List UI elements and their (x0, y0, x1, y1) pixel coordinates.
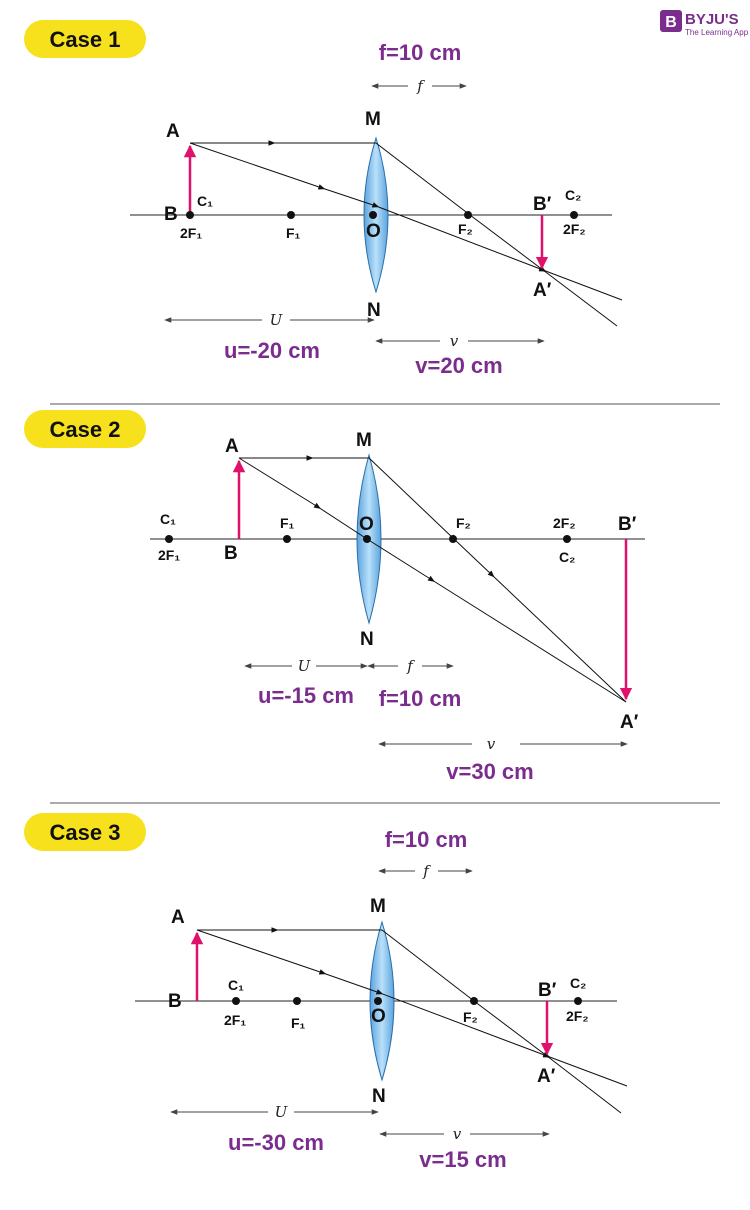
case-1-ray-central (189, 142, 623, 301)
case-1-point-f1 (287, 211, 295, 219)
case-2-label-b-prime: B′ (618, 514, 637, 535)
case-2-diagram: Case 2 A B C₁ 2F₁ F₁ M O N F₂ 2F₂ C₂ B′ … (24, 410, 645, 784)
case-2-point-f2 (449, 535, 457, 543)
case-3-label-a-prime: A′ (537, 1066, 556, 1087)
case-3-label-c1: C₁ (228, 977, 244, 993)
brand-logo-mark (660, 10, 682, 32)
case-1-point-2f1 (186, 211, 194, 219)
case-3-label-c2: C₂ (570, 975, 586, 991)
case-3-label-a: A (171, 907, 185, 928)
case-1-label-b: B (164, 204, 178, 225)
case-1-label-2f2: 2F₂ (563, 221, 586, 237)
case-2-point-2f1 (165, 535, 173, 543)
case-1-label-b-prime: B′ (533, 194, 552, 215)
case-3-image-distance: v=15 cm (419, 1147, 506, 1172)
case-3-label-b-prime: B′ (538, 980, 557, 1001)
case-1-label-f2: F₂ (458, 221, 473, 237)
case-1-point-o (369, 211, 377, 219)
case-2-label-f1: F₁ (280, 515, 295, 531)
case-2-label-m: M (356, 430, 372, 451)
case-1-label-f1: F₁ (286, 225, 301, 241)
case-3-object-distance: u=-30 cm (228, 1130, 324, 1155)
case-1-diagram: Case 1 f=10 cm f A B C₁ 2F₁ F₁ M O N F₂ (24, 20, 623, 378)
case-2-point-2f2 (563, 535, 571, 543)
case-1-label-c2: C₂ (565, 187, 581, 203)
case-3-label-2f1: 2F₁ (224, 1012, 246, 1028)
case-2-label-a-prime: A′ (620, 712, 639, 733)
case-3-point-2f2 (574, 997, 582, 1005)
case-1-label-n: N (367, 300, 381, 321)
case-2-object-distance: u=-15 cm (258, 683, 354, 708)
case-3-label-f2: F₂ (463, 1009, 478, 1025)
case-3-label-f1: F₁ (291, 1015, 306, 1031)
case-3-point-f2 (470, 997, 478, 1005)
case-1-label-c1: C₁ (197, 193, 213, 209)
case-2-label-b: B (224, 543, 238, 564)
case-3-point-2f1 (232, 997, 240, 1005)
brand-logo: B BYJU'S The Learning App (660, 10, 749, 37)
case-3-label-n: N (372, 1086, 386, 1107)
case-1-object-distance: u=-20 cm (224, 338, 320, 363)
case-3-label: Case 3 (50, 820, 121, 845)
case-3-f-symbol: f (422, 862, 431, 880)
case-1-v-symbol: v (450, 332, 459, 350)
case-3-diagram: Case 3 f=10 cm f A B C₁ 2F₁ F₁ M O N F₂ … (24, 813, 628, 1172)
case-1-label-m: M (365, 109, 381, 130)
case-2-focal-length: f=10 cm (379, 686, 462, 711)
case-3-v-symbol: v (453, 1125, 462, 1143)
case-2-v-symbol: v (487, 735, 496, 753)
case-2-label: Case 2 (50, 417, 121, 442)
brand-logo-letter: B (665, 14, 677, 31)
case-2-label-c1: C₁ (160, 511, 176, 527)
case-2-label-c2: C₂ (559, 549, 575, 565)
case-1-label-a-prime: A′ (533, 280, 552, 301)
case-1-f-symbol: f (416, 77, 425, 95)
case-2-image-distance: v=30 cm (446, 759, 533, 784)
case-3-label-m: M (370, 896, 386, 917)
case-3-point-f1 (293, 997, 301, 1005)
case-2-label-o: O (359, 514, 374, 535)
case-3-badge (24, 813, 146, 851)
case-2-badge (24, 410, 146, 448)
case-2-label-a: A (225, 436, 239, 457)
case-2-label-2f1: 2F₁ (158, 547, 180, 563)
case-1-point-2f2 (570, 211, 578, 219)
case-1-u-symbol: U (270, 311, 284, 329)
case-1-label-2f1: 2F₁ (180, 225, 202, 241)
case-1-point-f2 (464, 211, 472, 219)
case-3-ray-central (196, 929, 628, 1087)
case-3-focal-length: f=10 cm (385, 827, 468, 852)
case-1-label-a: A (166, 121, 180, 142)
case-2-label-2f2: 2F₂ (553, 515, 576, 531)
case-2-point-o (363, 535, 371, 543)
case-1-label-o: O (366, 221, 381, 242)
case-2-f-symbol: f (406, 657, 415, 675)
case-3-label-o: O (371, 1006, 386, 1027)
case-2-point-f1 (283, 535, 291, 543)
case-3-point-o (374, 997, 382, 1005)
case-1-label: Case 1 (50, 27, 121, 52)
case-1-badge (24, 20, 146, 58)
case-2-label-n: N (360, 629, 374, 650)
case-2-label-f2: F₂ (456, 515, 471, 531)
case-3-label-2f2: 2F₂ (566, 1008, 589, 1024)
brand-name: BYJU'S (685, 11, 739, 28)
case-1-focal-length: f=10 cm (379, 40, 462, 65)
case-2-ray-refracted (368, 457, 627, 703)
case-3-u-symbol: U (275, 1103, 289, 1121)
case-1-image-distance: v=20 cm (415, 353, 502, 378)
case-2-u-symbol: U (298, 657, 312, 675)
case-3-label-b: B (168, 991, 182, 1012)
brand-tagline: The Learning App (685, 28, 749, 37)
